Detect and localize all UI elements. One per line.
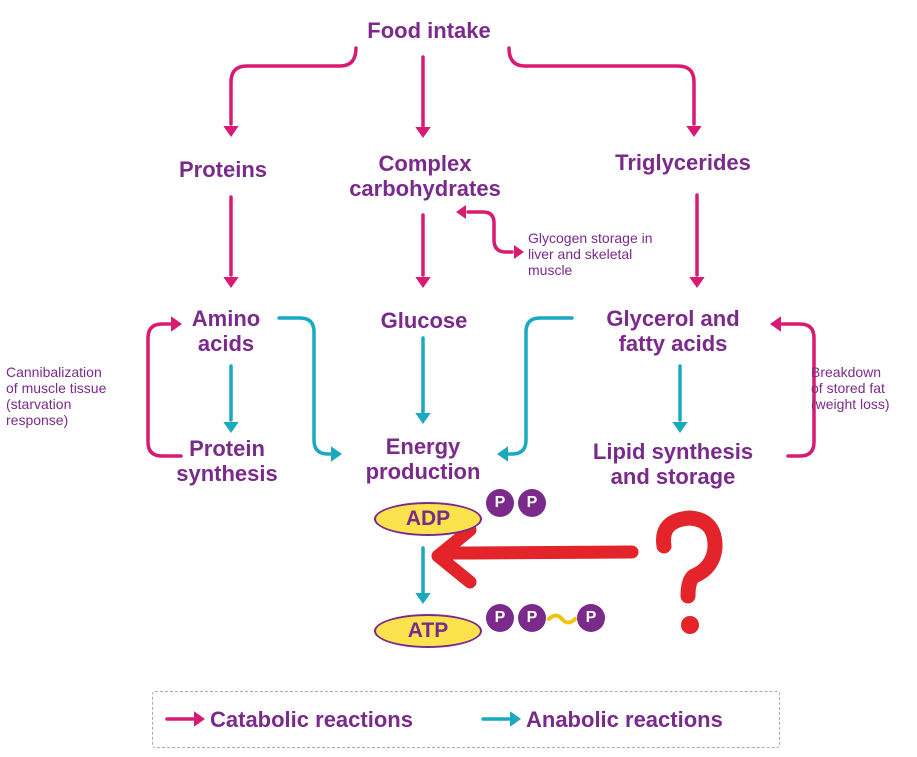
arrow-amino-to-energy: [277, 316, 332, 456]
node-line: Proteins: [178, 157, 268, 182]
node-energy-production: Energy production: [366, 434, 481, 484]
arrow-breakdown-stored-fat: [780, 322, 816, 458]
node-line: carbohydrates: [349, 176, 501, 201]
node-line: fatty acids: [618, 331, 728, 356]
node-line: acids: [197, 331, 255, 356]
node-line: Energy: [385, 434, 461, 459]
note-breakdown-stored-fat: Breakdown of stored fat (weight loss): [811, 364, 890, 412]
atp-label: ATP: [407, 619, 449, 642]
arrow-cannibalization: [146, 322, 183, 458]
arrowhead: [514, 245, 524, 259]
node-line: Triglycerides: [615, 150, 751, 175]
arrowhead: [415, 277, 431, 288]
node-line: synthesis: [176, 461, 278, 486]
arrowhead: [456, 205, 466, 219]
node-line: Glucose: [380, 308, 468, 333]
note-line: of stored fat: [811, 380, 885, 396]
arrowhead: [497, 446, 508, 462]
note-line: liver and skeletal: [528, 246, 633, 262]
arrowhead: [689, 277, 705, 288]
note-line: muscle: [528, 262, 573, 278]
phosphate-icon: P: [518, 489, 546, 517]
node-amino-acids: Amino acids: [192, 306, 260, 356]
node-line: Food intake: [367, 18, 491, 43]
legend-catabolic-label: Catabolic reactions: [210, 707, 413, 732]
arrow-food-to-triglycerides: [507, 46, 696, 126]
node-line: Glycerol and: [606, 306, 740, 331]
note-line: Breakdown: [811, 364, 882, 380]
adp-label: ADP: [405, 507, 451, 530]
node-line: Protein: [189, 436, 265, 461]
arrowhead: [331, 446, 342, 462]
node-line: production: [365, 459, 481, 484]
arrowhead: [223, 277, 239, 288]
legend: [152, 691, 780, 748]
arrow-glycerol-to-energy: [507, 316, 574, 456]
arrowhead: [415, 127, 431, 138]
arrowhead: [672, 422, 688, 433]
red-arrow-icon: [443, 545, 639, 560]
red-arrow-head-icon: [431, 523, 477, 589]
note-line: of muscle tissue: [6, 380, 107, 396]
arrowhead: [510, 711, 521, 727]
arrowhead: [171, 316, 182, 332]
node-proteins: Proteins: [179, 157, 267, 182]
arrowhead: [223, 126, 239, 137]
note-cannibalization: Cannibalization of muscle tissue (starva…: [6, 364, 106, 428]
arrowhead: [686, 126, 702, 137]
note-line: (starvation: [6, 396, 72, 412]
arrowhead: [223, 422, 239, 433]
note-line: (weight loss): [811, 396, 890, 412]
phosphate-icon: P: [486, 489, 514, 517]
legend-anabolic-label: Anabolic reactions: [526, 707, 723, 732]
high-energy-bond-icon: [547, 613, 577, 625]
node-line: Lipid synthesis: [592, 439, 754, 464]
phosphate-label: P: [526, 609, 538, 626]
arrowhead: [194, 711, 205, 727]
arrowhead: [770, 316, 781, 332]
phosphate-label: P: [494, 494, 506, 511]
node-protein-synthesis: Protein synthesis: [176, 436, 278, 486]
node-line: Complex: [378, 151, 472, 176]
node-line: and storage: [610, 464, 736, 489]
arrowhead: [415, 593, 431, 604]
note-line: Cannibalization: [6, 364, 102, 380]
question-mark-icon: ?: [652, 490, 747, 650]
note-glycogen-storage: Glycogen storage in liver and skeletal m…: [528, 230, 653, 278]
phosphate-label: P: [526, 494, 538, 511]
node-line: Amino: [191, 306, 261, 331]
node-triglycerides: Triglycerides: [615, 150, 751, 175]
question-mark-dot: [681, 616, 699, 634]
node-glycerol-fatty-acids: Glycerol and fatty acids: [606, 306, 739, 356]
arrow-food-to-proteins: [229, 46, 358, 126]
question-mark-glyph: [656, 510, 723, 604]
node-lipid-synthesis: Lipid synthesis and storage: [593, 439, 753, 489]
phosphate-label: P: [585, 609, 597, 626]
note-line: Glycogen storage in: [528, 230, 653, 246]
atp-pill: ATP: [374, 614, 482, 648]
node-complex-carbohydrates: Complex carbohydrates: [349, 151, 501, 201]
phosphate-icon: P: [518, 604, 546, 632]
note-line: response): [6, 412, 69, 428]
adp-pill: ADP: [374, 502, 482, 536]
node-glucose: Glucose: [381, 308, 468, 333]
node-food-intake: Food intake: [367, 18, 490, 43]
phosphate-icon: P: [486, 604, 514, 632]
arrow-glycogen-storage: [466, 210, 514, 254]
phosphate-icon: P: [577, 604, 605, 632]
phosphate-label: P: [494, 609, 506, 626]
arrowhead: [415, 413, 431, 424]
